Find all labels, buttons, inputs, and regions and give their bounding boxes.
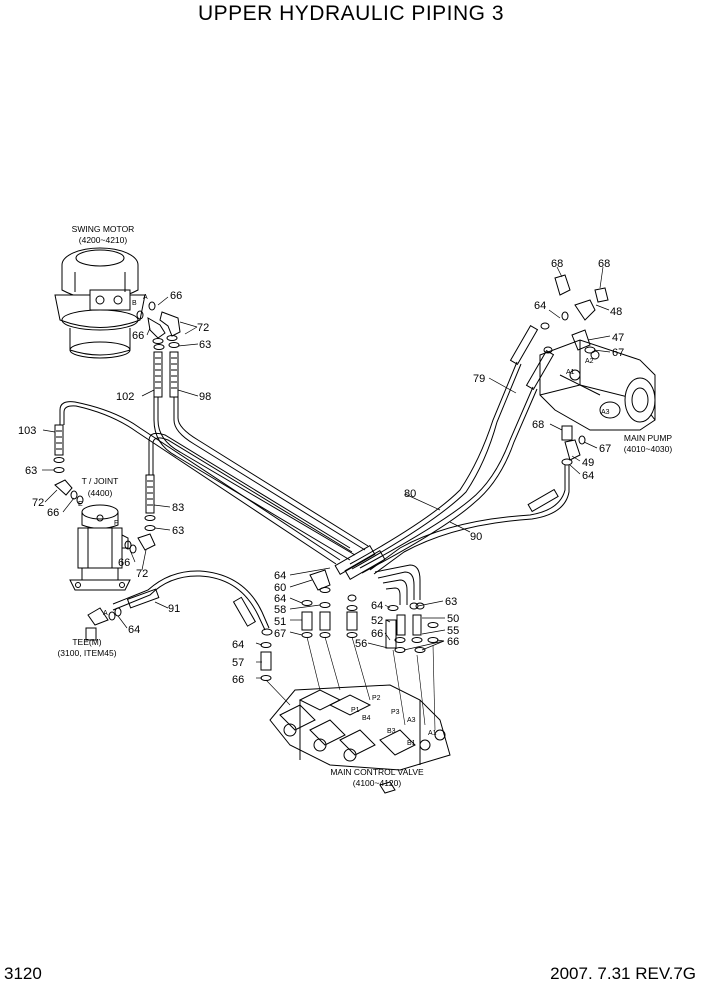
- part-number: 80: [404, 488, 416, 500]
- part-number: 64: [582, 470, 594, 482]
- t-joint-name: T / JOINT: [82, 476, 119, 486]
- t-joint-range: (4400): [88, 488, 113, 498]
- part-number: 68: [598, 258, 610, 270]
- part-number: 67: [612, 347, 624, 359]
- hose-103: [53, 401, 341, 565]
- part-number: 64: [128, 624, 140, 636]
- port-label: P1: [351, 707, 360, 714]
- swing-motor-name: SWING MOTOR: [72, 224, 135, 234]
- part-number: 68: [532, 419, 544, 431]
- hose-98: [169, 351, 369, 551]
- t-joint: [69, 504, 131, 591]
- part-number: 48: [610, 306, 622, 318]
- part-number: 52: [371, 615, 383, 627]
- swing-motor: [54, 247, 146, 359]
- page-title: UPPER HYDRAULIC PIPING 3: [197, 2, 505, 25]
- port-label: B: [132, 300, 137, 307]
- port-label: P2: [372, 695, 381, 702]
- part-number: 102: [116, 391, 134, 403]
- part-number: 58: [274, 604, 286, 616]
- port-label: A1: [566, 369, 575, 376]
- part-number: 66: [132, 330, 144, 342]
- part-number: 83: [172, 502, 184, 514]
- part-number: 50: [447, 613, 459, 625]
- part-number: 64: [371, 600, 383, 612]
- part-number: 63: [172, 525, 184, 537]
- hose-80: [359, 349, 555, 574]
- part-number: 90: [470, 531, 482, 543]
- part-number: 63: [25, 465, 37, 477]
- port-label: A: [143, 294, 148, 301]
- hose-83: [144, 432, 353, 553]
- part-number: 72: [32, 497, 44, 509]
- port-label: A3: [407, 717, 416, 724]
- revision-date: 2007. 7.31 REV.7G: [550, 964, 696, 983]
- part-number: 67: [274, 628, 286, 640]
- part-number: 51: [274, 616, 286, 628]
- hose-bundle: [334, 544, 425, 610]
- part-number: 47: [612, 332, 624, 344]
- swing-fittings: [136, 301, 181, 350]
- part-number: 66: [47, 507, 59, 519]
- part-number: 64: [534, 300, 546, 312]
- port-label: B4: [362, 715, 371, 722]
- part-number: 56: [355, 638, 367, 650]
- part-number: 66: [371, 628, 383, 640]
- mcv-name: MAIN CONTROL VALVE: [330, 767, 424, 777]
- main-control-valve: [269, 684, 451, 794]
- part-number: 63: [199, 339, 211, 351]
- part-number: 49: [582, 457, 594, 469]
- tee-name: TEE(M): [72, 637, 101, 647]
- port-label: E: [78, 501, 83, 508]
- leader-lines: [42, 266, 611, 679]
- part-number: 67: [599, 443, 611, 455]
- port-label: A3: [601, 409, 610, 416]
- part-number: 68: [551, 258, 563, 270]
- port-label: B3: [387, 728, 396, 735]
- swing-motor-range: (4200~4210): [79, 235, 128, 245]
- part-number: 64: [274, 593, 286, 605]
- part-number: 66: [170, 290, 182, 302]
- hose-90: [369, 465, 570, 575]
- hose-91: [85, 570, 273, 641]
- main-pump-name: MAIN PUMP: [624, 433, 673, 443]
- part-number: 72: [136, 568, 148, 580]
- part-number: 103: [18, 425, 36, 437]
- hose-102: [153, 351, 356, 561]
- port-label: B1: [407, 740, 416, 747]
- hose-79: [349, 322, 550, 570]
- port-label: A1: [428, 730, 437, 737]
- part-number: 98: [199, 391, 211, 403]
- part-number: 57: [232, 657, 244, 669]
- part-number: 55: [447, 625, 459, 637]
- part-number: 91: [168, 603, 180, 615]
- part-number: 66: [447, 636, 459, 648]
- part-number: 72: [197, 322, 209, 334]
- part-number: 66: [232, 674, 244, 686]
- main-pump: [539, 339, 656, 431]
- part-number: 79: [473, 373, 485, 385]
- part-number: 64: [274, 570, 286, 582]
- part-number: 63: [445, 596, 457, 608]
- part-number: 66: [118, 557, 130, 569]
- part-number: 64: [232, 639, 244, 651]
- pump-fittings: [543, 274, 609, 466]
- main-pump-range: (4010~4030): [624, 444, 673, 454]
- port-label: A: [103, 610, 108, 617]
- t-joint-fittings: [54, 479, 156, 554]
- port-label: A2: [585, 358, 594, 365]
- part-number: 60: [274, 582, 286, 594]
- port-label: P3: [391, 709, 400, 716]
- mcv-range: (4100~4120): [353, 778, 402, 788]
- port-label: F: [114, 520, 118, 527]
- page-number: 3120: [4, 964, 42, 983]
- tee-range: (3100, ITEM45): [57, 648, 116, 658]
